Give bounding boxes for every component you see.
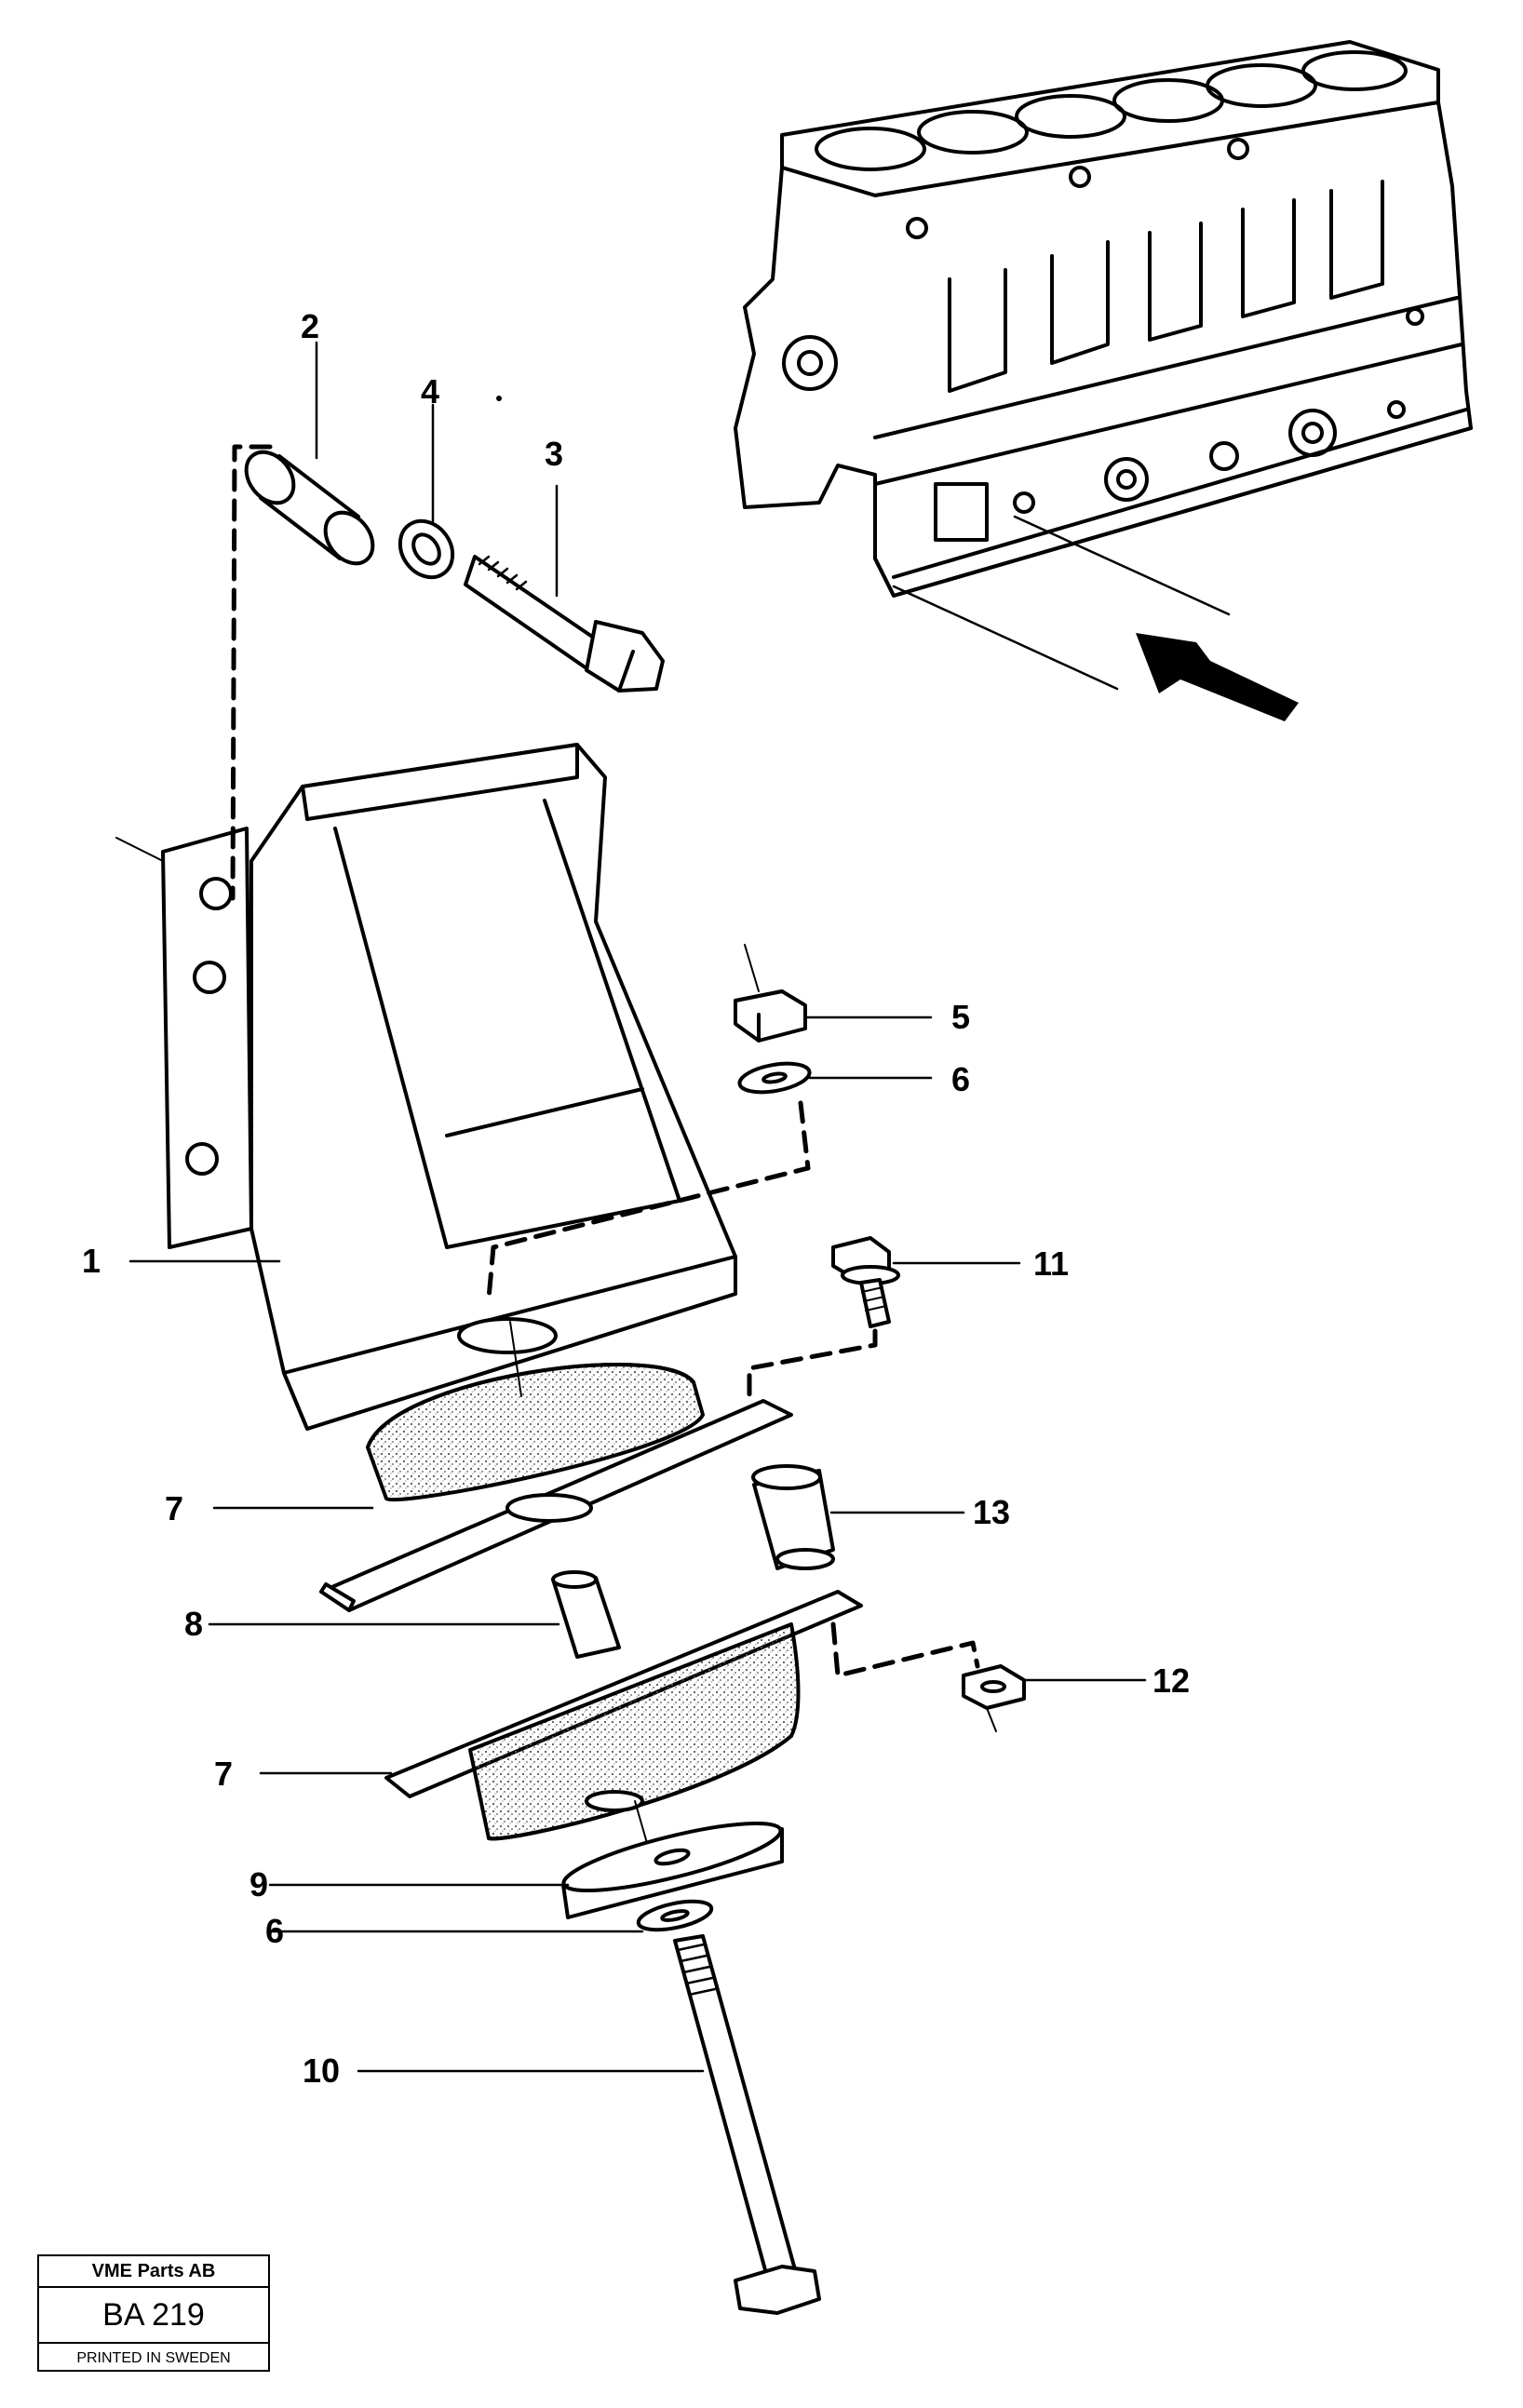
part-12-flange-nut <box>962 1664 1026 1710</box>
company-name: VME Parts AB <box>39 2256 268 2288</box>
assembly-dashed-lines <box>230 444 980 1678</box>
callout-1: 1 <box>82 1242 101 1280</box>
callout-8: 8 <box>184 1605 204 1643</box>
part-8-sleeve <box>551 1570 621 1659</box>
callout-5: 5 <box>951 998 971 1036</box>
title-block: VME Parts AB BA 219 PRINTED IN SWEDEN <box>37 2254 270 2372</box>
callout-7-lower: 7 <box>214 1755 234 1793</box>
callout-3: 3 <box>545 435 564 473</box>
part-6-upper-washer <box>737 1061 812 1095</box>
engine-block <box>734 40 1473 598</box>
printed-note: PRINTED IN SWEDEN <box>76 2350 231 2366</box>
part-7-lower-rubber-mount <box>384 1590 863 1841</box>
part-4-washer <box>398 518 455 580</box>
part-11-flange-bolt <box>831 1236 900 1328</box>
callout-6-lower: 6 <box>265 1912 285 1950</box>
callout-2: 2 <box>301 307 320 345</box>
callout-10: 10 <box>303 2052 341 2090</box>
part-1-bracket <box>161 743 737 1431</box>
callout-leader-lines <box>128 341 1147 2073</box>
part-9-washer-plate <box>561 1821 784 1919</box>
direction-arrow-icon <box>1136 633 1299 721</box>
callout-13: 13 <box>973 1493 1011 1531</box>
part-7-upper-rubber-mount <box>319 1363 793 1612</box>
part-3-bolt <box>464 555 665 693</box>
callout-6-upper: 6 <box>951 1060 971 1098</box>
callout-4: 4 <box>421 372 440 410</box>
part-13-sleeve <box>751 1464 835 1570</box>
callout-7-upper: 7 <box>165 1489 184 1527</box>
callout-11: 11 <box>1033 1244 1070 1283</box>
callout-12: 12 <box>1152 1661 1191 1700</box>
axis-lines <box>115 837 997 1844</box>
part-2-spacer-sleeve <box>244 450 375 566</box>
diagram-code: BA 219 <box>39 2288 268 2344</box>
callout-9: 9 <box>249 1865 269 1904</box>
part-5-nut <box>734 989 807 1043</box>
part-6-lower-washer <box>636 1899 714 1932</box>
part-10-long-bolt <box>673 1934 821 2315</box>
